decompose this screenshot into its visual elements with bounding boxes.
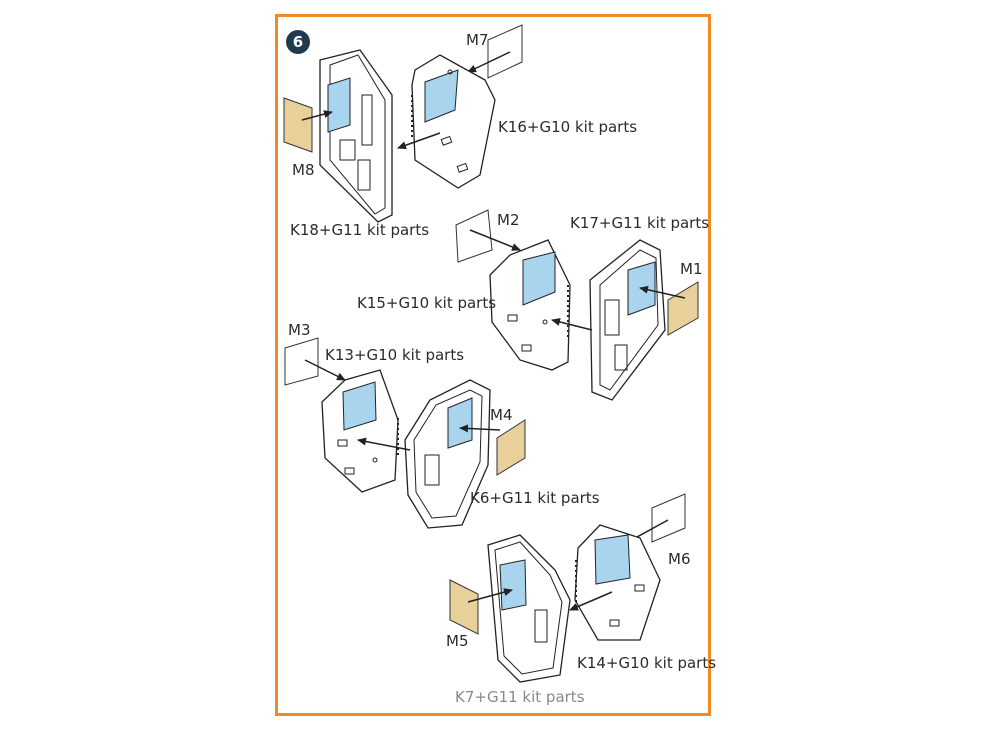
arrow-k16-to-k18 [397,132,441,150]
label-m6: M6 [668,550,691,568]
mask-m2 [455,209,493,263]
label-m1: M1 [680,260,703,278]
arrow-m5 [467,588,513,603]
label-k17: K17+G11 kit parts [570,214,709,232]
label-m2: M2 [497,211,520,229]
label-m4: M4 [490,406,513,424]
arrow-k14-to-k7 [569,591,613,611]
arrow-m3 [304,359,346,381]
mask-m7 [487,24,523,79]
label-k7: K7+G11 kit parts [455,688,585,706]
door-panel-k16 [411,54,496,189]
label-m7: M7 [466,31,489,49]
door-inner-k7 [487,534,571,683]
arrow-k13-to-k6 [357,437,411,451]
mask-m5 [449,579,479,635]
arrow-m2 [469,229,521,251]
label-k15: K15+G10 kit parts [357,294,496,312]
label-m8: M8 [292,161,315,179]
mask-m3 [284,337,319,386]
arrow-m7 [467,51,511,73]
label-k16: K16+G10 kit parts [498,118,637,136]
arrow-m1 [639,285,686,299]
mask-m4 [496,419,526,476]
label-k13: K13+G10 kit parts [325,346,464,364]
mask-m6 [651,493,686,543]
label-m3: M3 [288,321,311,339]
arrow-m4 [459,424,501,433]
mask-m8 [283,97,313,153]
arrow-k15-to-k17 [551,318,593,331]
mask-m1 [667,281,699,336]
door-inner-k18 [319,49,393,223]
label-k14: K14+G10 kit parts [577,654,716,672]
door-inner-k17 [589,239,666,401]
door-panel-k14 [574,524,661,641]
label-k18: K18+G11 kit parts [290,221,429,239]
label-m5: M5 [446,632,469,650]
door-panel-k13 [321,369,399,493]
door-inner-k6 [404,379,491,529]
arrow-m8 [301,110,333,121]
door-panel-k15 [489,239,571,371]
step-badge: 6 [286,30,310,54]
label-k6: K6+G11 kit parts [470,489,600,507]
step-number: 6 [293,33,303,51]
